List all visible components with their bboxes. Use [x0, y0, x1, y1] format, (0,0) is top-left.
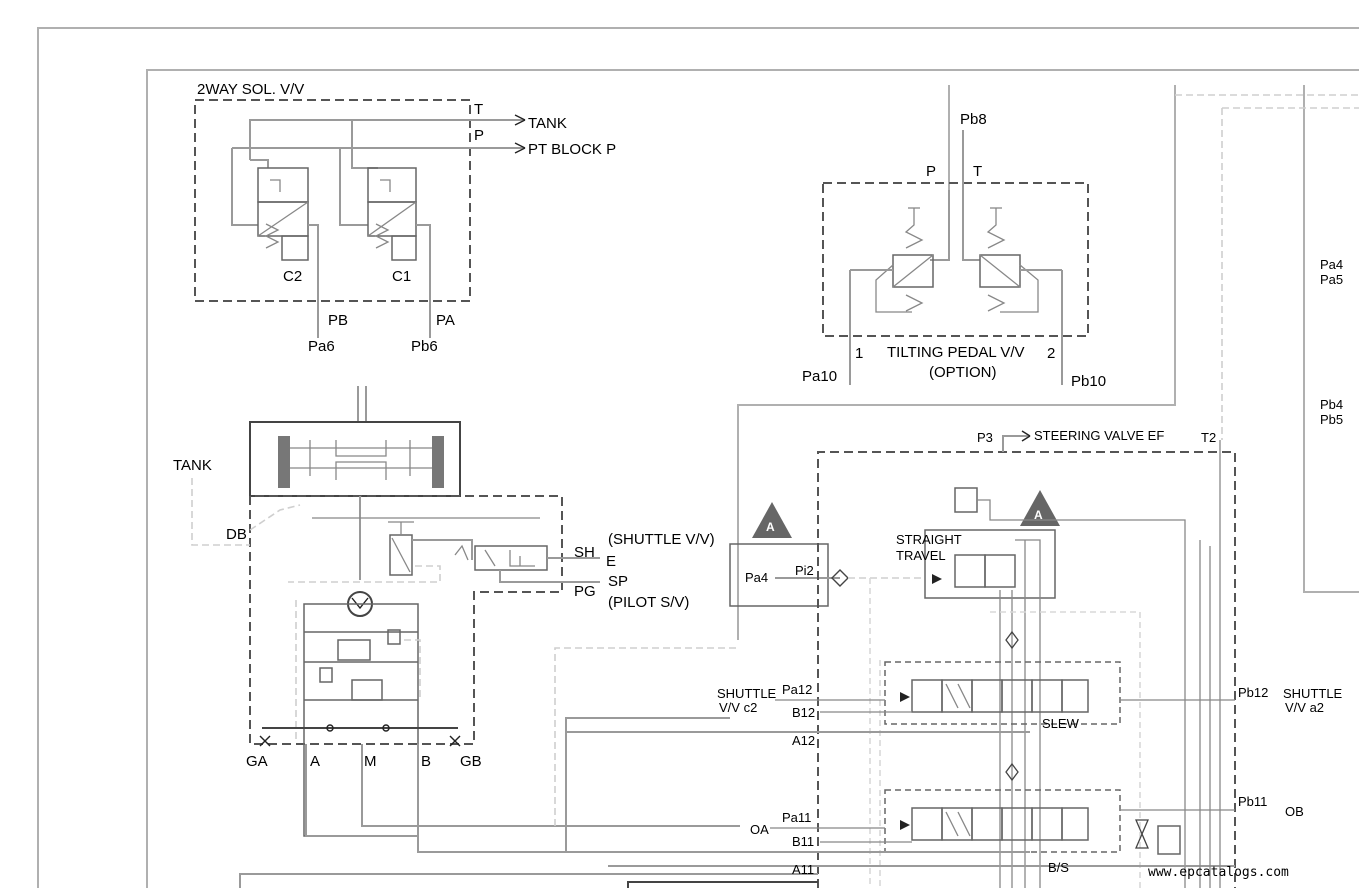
badge-a-left: A	[766, 520, 775, 534]
port-e-label: E	[606, 553, 616, 570]
port-b11-label: B11	[792, 834, 814, 849]
tilting-pedal-valve: Pb8 P T 1 2 TILTING PEDAL V/V (OPTION) P…	[737, 85, 1176, 640]
line-pb8-label: Pb8	[960, 111, 987, 128]
pedal-port-1-label: 1	[855, 345, 863, 362]
tank-label: TANK	[528, 115, 567, 132]
port-t-label: T	[474, 101, 483, 118]
warning-triangle-icon	[752, 502, 792, 538]
shuttle-a2-label-1: SHUTTLE	[1283, 686, 1343, 701]
port-pa11-label: Pa11	[782, 810, 811, 825]
right-edge-lines: Pa4 Pa5 Pb4 Pb5	[1175, 85, 1359, 593]
shuttle-pa4-label: Pa4	[745, 570, 768, 585]
steering-valve-label: STEERING VALVE EF	[1034, 428, 1164, 443]
port-gb-label: GB	[460, 753, 482, 770]
shuttle-c2-label-1: SHUTTLE	[717, 686, 777, 701]
port-p-label: P	[474, 127, 484, 144]
watermark: www.epcatalogs.com	[1148, 865, 1289, 880]
port-a-label: A	[310, 753, 320, 770]
solenoid-block-title: 2WAY SOL. V/V	[197, 81, 304, 98]
port-ob-label: OB	[1285, 804, 1304, 819]
shuttle-block: A Pa4 Pi2	[729, 502, 925, 607]
pilot-sv-label: (PILOT S/V)	[608, 594, 689, 611]
port-b12-label: B12	[792, 705, 815, 720]
pedal-port-2-label: 2	[1047, 345, 1055, 362]
motor-tank-label: TANK	[173, 457, 212, 474]
port-a11-label: A11	[792, 862, 814, 877]
straight-travel-label-1: STRAIGHT	[896, 532, 962, 547]
swing-motor-assembly: TANK DB SH E (SHUTTLE V/V) SP PG (PILOT …	[173, 386, 740, 853]
shuttle-vv-label: (SHUTTLE V/V)	[608, 531, 715, 548]
port-pb11-label: Pb11	[1238, 794, 1267, 809]
coil-c1-label: C1	[392, 268, 411, 285]
port-ga-label: GA	[246, 753, 268, 770]
port-sh-label: SH	[574, 544, 595, 561]
shuttle-c2-label-2: V/V c2	[719, 700, 757, 715]
pa5-edge-label: Pa5	[1320, 272, 1343, 287]
bs-label: B/S	[1048, 860, 1069, 875]
warning-triangle-icon	[1020, 490, 1060, 526]
slew-label: SLEW	[1042, 716, 1080, 731]
line-pb10-label: Pb10	[1071, 373, 1106, 390]
main-control-valve: P3 STEERING VALVE EF T2 A	[239, 428, 1343, 888]
line-pa6-label: Pa6	[308, 338, 335, 355]
pb5-edge-label: Pb5	[1320, 412, 1343, 427]
coil-c2-label: C2	[283, 268, 302, 285]
line-pb6-label: Pb6	[411, 338, 438, 355]
port-pg-label: PG	[574, 583, 596, 600]
port-pa-label: PA	[436, 312, 455, 329]
port-pa12-label: Pa12	[782, 682, 812, 697]
pedal-valve-title: TILTING PEDAL V/V	[887, 344, 1025, 361]
badge-a-right: A	[1034, 508, 1043, 522]
port-sp-label: SP	[608, 573, 628, 590]
port-m-label: M	[364, 753, 377, 770]
port-pb-label: PB	[328, 312, 348, 329]
port-oa-label: OA	[750, 822, 769, 837]
pedal-port-t-label: T	[973, 163, 982, 180]
pedal-port-p-label: P	[926, 163, 936, 180]
pedal-valve-subtitle: (OPTION)	[929, 364, 997, 381]
pb4-edge-label: Pb4	[1320, 397, 1343, 412]
straight-travel-label-2: TRAVEL	[896, 548, 946, 563]
port-b-label: B	[421, 753, 431, 770]
port-a12-label: A12	[792, 733, 815, 748]
pt-block-label: PT BLOCK P	[528, 141, 616, 158]
port-t2-label: T2	[1201, 430, 1216, 445]
two-way-solenoid-valve: 2WAY SOL. V/V T P TANK PT BLOCK P C2 C1 …	[194, 81, 616, 355]
shuttle-a2-label-2: V/V a2	[1285, 700, 1324, 715]
pa4-edge-label: Pa4	[1320, 257, 1343, 272]
port-p3-label: P3	[977, 430, 993, 445]
page-frame	[37, 27, 1359, 888]
port-pb12-label: Pb12	[1238, 685, 1268, 700]
line-pa10-label: Pa10	[802, 368, 837, 385]
port-db-label: DB	[226, 526, 247, 543]
shuttle-pi2-label: Pi2	[795, 563, 814, 578]
